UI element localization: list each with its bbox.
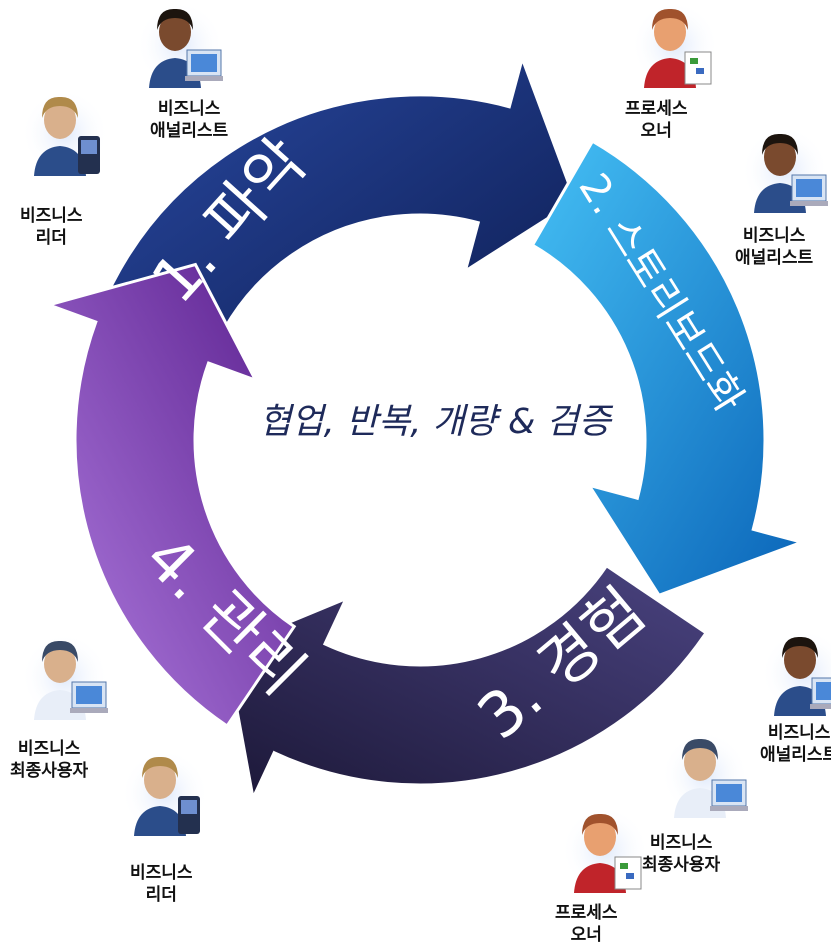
role-label-line1: 프로세스 (555, 903, 618, 923)
owner-person-icon (630, 0, 720, 90)
role-label-line2: 리더 (35, 228, 67, 248)
analyst-person-icon (135, 0, 225, 90)
role-label-line2: 오너 (570, 925, 602, 945)
end-user-person-icon (660, 730, 750, 820)
role-label-line1: 비즈니스 (649, 833, 713, 853)
role-label-line1: 비즈니스 (157, 99, 221, 119)
role-label-line1: 비즈니스 (767, 723, 831, 743)
phase-4-arrow (43, 262, 297, 729)
role-label-line2: 최종사용자 (642, 855, 721, 875)
role-label-line1: 프로세스 (625, 99, 688, 119)
center-caption: 협업, 반복, 개량 & 검증 (259, 402, 611, 442)
role-label-line2: 리더 (145, 885, 177, 905)
role-label-line2: 애널리스트 (760, 745, 831, 765)
end-user-person-icon (20, 632, 110, 722)
role-label-line1: 비즈니스 (17, 739, 81, 759)
role-label-line2: 애널리스트 (150, 121, 229, 141)
role-label-line1: 비즈니스 (130, 863, 193, 883)
role-label-line2: 애널리스트 (735, 248, 814, 268)
owner-person-icon (560, 805, 650, 895)
analyst-person-icon (760, 628, 831, 718)
role-label-line1: 비즈니스 (742, 226, 806, 246)
phase-3-arrow (223, 563, 709, 803)
leader-person-icon (20, 88, 110, 178)
role-label-line2: 최종사용자 (10, 761, 89, 781)
role-label-line1: 비즈니스 (20, 206, 83, 226)
analyst-person-icon (740, 125, 830, 215)
phase-2-arrow (530, 139, 807, 598)
leader-person-icon (120, 748, 210, 838)
role-label-line2: 오너 (640, 121, 672, 141)
